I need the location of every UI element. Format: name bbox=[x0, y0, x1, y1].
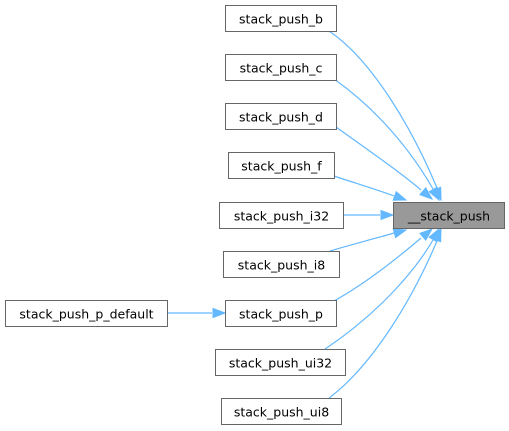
node-box bbox=[228, 152, 335, 179]
edge-line bbox=[335, 126, 422, 191]
arrowhead-icon bbox=[419, 228, 434, 242]
node-label: stack_push_c bbox=[240, 61, 323, 76]
node-box bbox=[215, 349, 346, 376]
node-label: stack_push_ui32 bbox=[229, 356, 332, 371]
edge-pdef-to-p bbox=[167, 307, 227, 319]
arrowhead-icon bbox=[392, 190, 408, 201]
node-box bbox=[221, 398, 342, 425]
node-box bbox=[219, 202, 344, 229]
node-stack-push-c[interactable]: stack_push_c bbox=[225, 54, 337, 81]
arrowhead-icon bbox=[380, 209, 395, 221]
edge-line bbox=[328, 30, 438, 189]
node-box bbox=[223, 251, 340, 278]
edge-c-to-push bbox=[333, 78, 440, 202]
edge-line bbox=[329, 232, 395, 252]
node-label: stack_push_p_default bbox=[19, 307, 153, 322]
node-stack-push[interactable]: __stack_push bbox=[393, 202, 505, 229]
node-label: stack_push_i8 bbox=[238, 258, 325, 273]
node-stack-push-d[interactable]: stack_push_d bbox=[225, 103, 337, 130]
node-label: stack_push_p bbox=[239, 307, 323, 322]
node-box bbox=[225, 103, 337, 130]
node-stack-push-ui8[interactable]: stack_push_ui8 bbox=[221, 398, 342, 425]
arrowhead-icon bbox=[212, 307, 227, 319]
node-box bbox=[225, 5, 337, 32]
node-label: stack_push_i32 bbox=[234, 209, 329, 224]
edge-line bbox=[333, 175, 395, 197]
node-label: stack_push_ui8 bbox=[234, 405, 329, 420]
edge-f-to-push bbox=[333, 175, 408, 201]
node-stack-push-p[interactable]: stack_push_p bbox=[225, 300, 337, 327]
arrowhead-icon bbox=[428, 186, 440, 202]
edges-layer bbox=[167, 30, 442, 399]
node-label: stack_push_f bbox=[241, 159, 322, 174]
edge-p-to-push bbox=[333, 228, 434, 302]
node-stack-push-i8[interactable]: stack_push_i8 bbox=[223, 251, 340, 278]
node-stack-push-f[interactable]: stack_push_f bbox=[228, 152, 335, 179]
node-stack-push-i32[interactable]: stack_push_i32 bbox=[219, 202, 344, 229]
node-stack-push-b[interactable]: stack_push_b bbox=[225, 5, 337, 32]
node-box bbox=[225, 54, 337, 81]
node-stack-push-ui32[interactable]: stack_push_ui32 bbox=[215, 349, 346, 376]
node-box bbox=[5, 300, 168, 327]
node-box bbox=[225, 300, 337, 327]
edge-d-to-push bbox=[335, 126, 434, 200]
node-label: __stack_push bbox=[407, 209, 490, 224]
nodes-layer: __stack_push stack_push_b stack_push_cstac… bbox=[5, 5, 505, 425]
edge-line bbox=[328, 240, 438, 399]
node-box bbox=[393, 202, 505, 229]
edge-line bbox=[333, 78, 434, 190]
node-label: stack_push_b bbox=[239, 12, 323, 27]
edge-ui8-to-push bbox=[328, 227, 442, 399]
node-stack-push-p-default[interactable]: stack_push_p_default bbox=[5, 300, 168, 327]
edge-i8-to-push bbox=[329, 228, 408, 252]
arrowhead-icon bbox=[431, 227, 442, 243]
edge-line bbox=[333, 237, 422, 302]
edge-i32-to-push bbox=[343, 209, 395, 221]
arrowhead-icon bbox=[419, 186, 434, 200]
node-label: stack_push_d bbox=[239, 110, 323, 125]
edge-line bbox=[324, 239, 434, 350]
arrowhead-icon bbox=[392, 228, 408, 239]
